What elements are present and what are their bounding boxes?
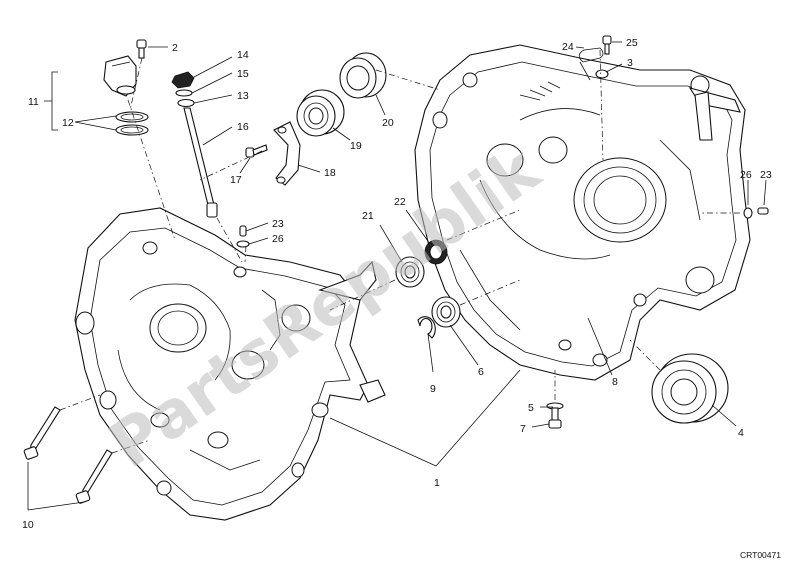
right-crankcase-half — [414, 44, 751, 381]
bearing-19 — [296, 89, 345, 137]
o-rings-12 — [115, 111, 149, 136]
shaft-bore-left — [281, 304, 311, 332]
o-ring-26-right — [743, 207, 753, 219]
bearing-6 — [431, 296, 461, 328]
ring-22 — [424, 239, 448, 265]
washer-3 — [595, 69, 609, 79]
dowel-23-left — [239, 225, 247, 237]
callout-11: 11 — [28, 96, 39, 108]
callout-22: 22 — [394, 196, 406, 208]
callout-10: 10 — [22, 519, 34, 531]
callout-18: 18 — [324, 167, 336, 179]
screw-17 — [245, 144, 268, 158]
o-ring-26-left — [236, 240, 250, 248]
oil-fitting-assembly — [171, 71, 218, 218]
callout-26-right: 26 — [740, 169, 752, 181]
callout-21: 21 — [362, 210, 374, 222]
callout-17: 17 — [230, 174, 242, 186]
sensor-housing — [103, 55, 137, 97]
callout-19: 19 — [350, 140, 362, 152]
callout-23-right: 23 — [760, 169, 772, 181]
callout-8: 8 — [612, 376, 618, 388]
bracket-18 — [273, 121, 301, 186]
main-bearing-bore-right — [573, 157, 667, 243]
callout-7: 7 — [520, 423, 526, 435]
callout-9: 9 — [430, 383, 436, 395]
callout-20: 20 — [382, 117, 394, 129]
callout-12: 12 — [62, 117, 74, 129]
bearing-21 — [395, 256, 425, 288]
callout-15: 15 — [237, 68, 249, 80]
seal-20 — [339, 52, 387, 99]
callout-25: 25 — [626, 37, 638, 49]
callout-23-left: 23 — [272, 218, 284, 230]
callout-24: 24 — [562, 41, 574, 53]
screw-2 — [136, 39, 147, 59]
layshaft-bore-left — [231, 350, 265, 380]
callout-4: 4 — [738, 427, 744, 439]
clip-24 — [578, 47, 604, 81]
callout-5: 5 — [528, 402, 534, 414]
callout-14: 14 — [237, 49, 249, 61]
bolts-10 — [23, 406, 113, 504]
callout-6: 6 — [478, 366, 484, 378]
callout-13: 13 — [237, 90, 249, 102]
callout-3: 3 — [627, 57, 633, 69]
circlip-9 — [417, 316, 436, 339]
callout-16: 16 — [237, 121, 249, 133]
callout-26-left: 26 — [272, 233, 284, 245]
screw-25 — [602, 35, 612, 55]
callout-labels: 1 2 3 4 5 6 7 8 9 10 11 12 13 14 15 16 1… — [22, 37, 772, 531]
left-crankcase-half — [74, 207, 386, 521]
callout-1: 1 — [434, 477, 440, 489]
bearing-4 — [651, 353, 729, 424]
assembly-axes — [59, 49, 740, 454]
leader-lines — [27, 41, 767, 511]
dowel-23-right — [757, 207, 769, 215]
drawing-code: CRT00471 — [740, 550, 781, 560]
callout-2: 2 — [172, 42, 178, 54]
